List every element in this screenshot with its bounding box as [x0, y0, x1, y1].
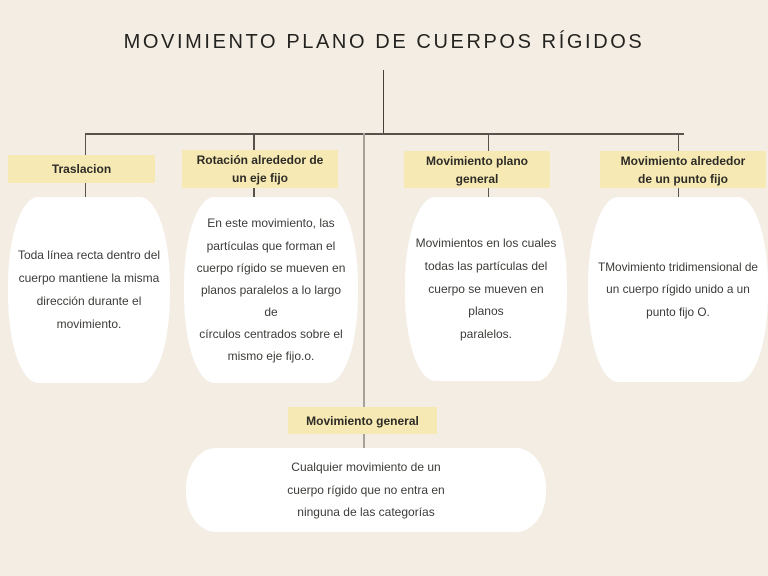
label-traslacion: Traslacion: [8, 155, 155, 183]
label-movimiento-general: Movimiento general: [288, 407, 437, 434]
label-movimiento-punto-fijo: Movimiento alrededor de un punto fijo: [600, 151, 766, 188]
card-movimiento-general-text: Cualquier movimiento de un cuerpo rígido…: [287, 459, 445, 520]
connector-center-line: [362, 133, 365, 448]
page-title: MOVIMIENTO PLANO DE CUERPOS RÍGIDOS: [123, 31, 645, 53]
connector-trunk-line: [382, 70, 384, 134]
card-rotacion-eje-fijo: En este movimiento, las partículas que f…: [184, 197, 358, 383]
card-movimiento-punto-fijo-text: TMovimiento tridimensional de un cuerpo …: [598, 259, 758, 319]
card-rotacion-eje-fijo-text: En este movimiento, las partículas que f…: [196, 216, 346, 364]
label-movimiento-plano-general: Movimiento plano general: [404, 151, 550, 188]
card-traslacion-text: Toda línea recta dentro del cuerpo manti…: [17, 248, 161, 331]
card-movimiento-punto-fijo: TMovimiento tridimensional de un cuerpo …: [588, 197, 768, 382]
label-rotacion-eje-fijo: Rotación alrededor de un eje fijo: [182, 150, 338, 188]
card-movimiento-plano-general-text: Movimientos en los cuales todas las part…: [415, 236, 557, 342]
card-movimiento-general: Cualquier movimiento de un cuerpo rígido…: [186, 448, 546, 532]
connector-horizontal-line: [86, 133, 684, 135]
card-movimiento-plano-general: Movimientos en los cuales todas las part…: [405, 197, 567, 381]
card-traslacion: Toda línea recta dentro del cuerpo manti…: [8, 197, 170, 383]
